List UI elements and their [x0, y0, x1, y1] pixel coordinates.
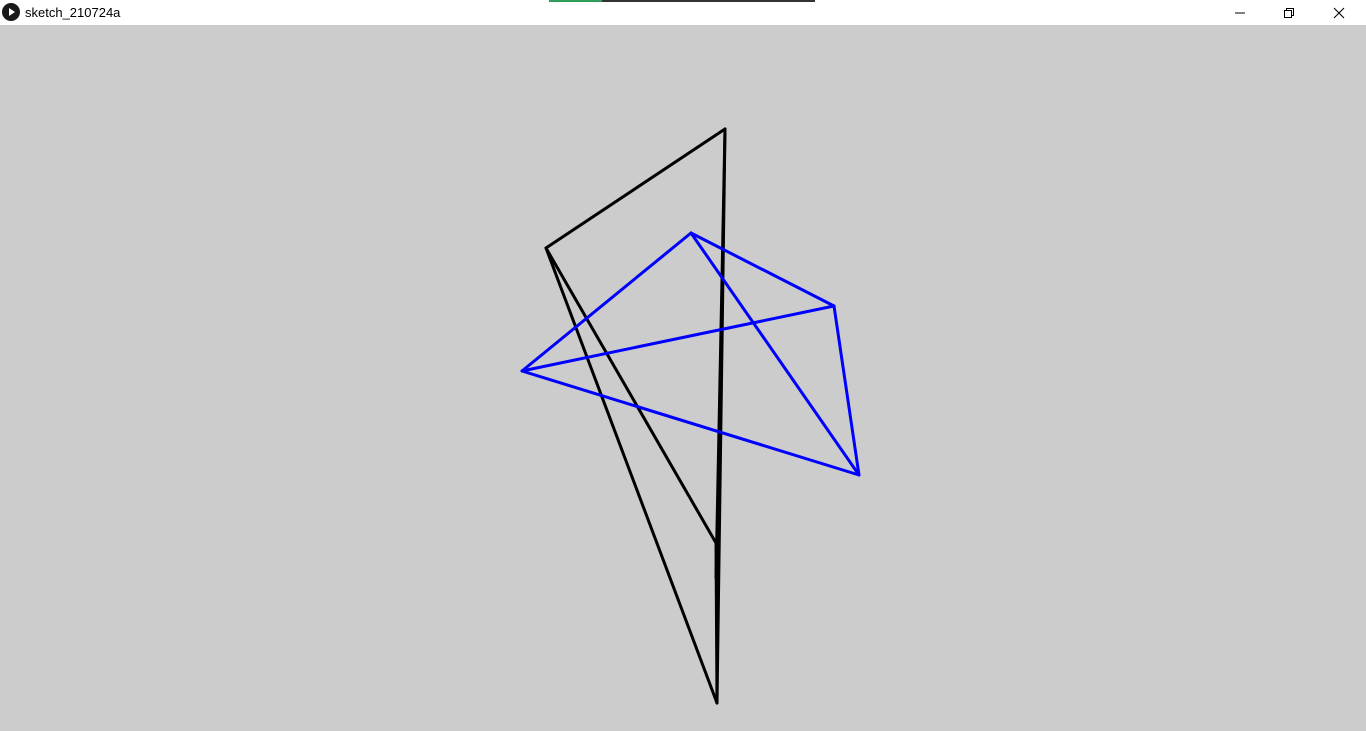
loading-progress-bar	[549, 0, 815, 2]
blue-edge	[832, 304, 861, 477]
sketch-canvas[interactable]	[0, 25, 1366, 731]
close-icon	[1333, 7, 1345, 18]
restore-icon	[1284, 7, 1294, 18]
window-title: sketch_210724a	[25, 5, 121, 20]
loading-progress-fill	[549, 0, 603, 2]
black-tetrahedron	[544, 127, 727, 705]
title-bar[interactable]: sketch_210724a	[0, 0, 1366, 25]
black-edge	[544, 246, 718, 545]
close-button[interactable]	[1316, 0, 1362, 25]
blue-edge	[520, 369, 861, 477]
blue-edge	[520, 231, 693, 373]
black-edge	[714, 541, 719, 705]
minimize-button[interactable]	[1217, 0, 1263, 25]
black-edge	[544, 246, 719, 705]
minimize-icon	[1235, 12, 1245, 13]
restore-button[interactable]	[1266, 0, 1312, 25]
blue-edge	[689, 231, 836, 308]
black-edge	[544, 127, 727, 250]
play-icon	[2, 3, 20, 21]
black-edge	[714, 127, 727, 580]
blue-edge	[689, 231, 861, 477]
sketch-drawing	[520, 127, 861, 705]
blue-tetrahedron	[520, 231, 861, 477]
blue-edge	[520, 304, 836, 373]
